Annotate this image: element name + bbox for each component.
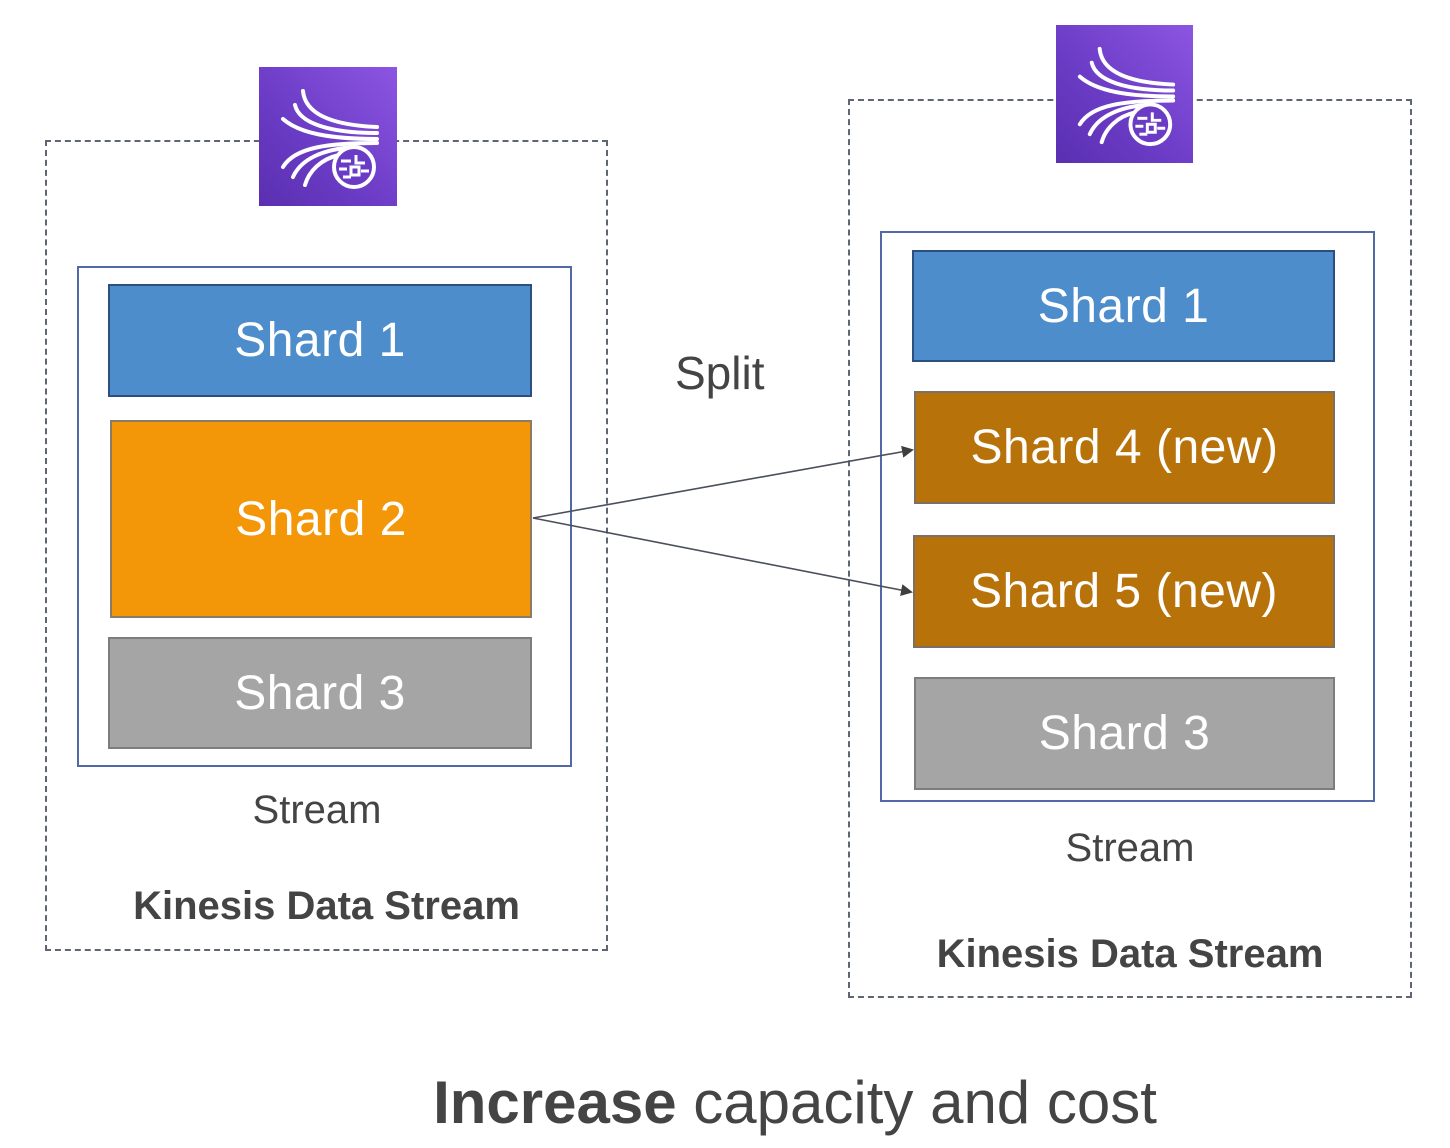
- right-shard-4-new[interactable]: Shard 4 (new): [914, 391, 1335, 504]
- footer-rest: capacity and cost: [676, 1069, 1157, 1136]
- shard-label: Shard 3: [1038, 707, 1211, 760]
- shard-label: Shard 3: [234, 666, 406, 720]
- shard-label: Shard 5 (new): [970, 565, 1278, 618]
- footer-caption: Increase capacity and cost: [0, 1068, 1450, 1137]
- split-label: Split: [675, 347, 765, 399]
- right-service-label: Kinesis Data Stream: [936, 932, 1324, 976]
- left-stream-label: Stream: [252, 788, 382, 832]
- right-shard-1[interactable]: Shard 1: [912, 250, 1335, 362]
- right-shard-5-new[interactable]: Shard 5 (new): [913, 535, 1335, 648]
- right-stream-label: Stream: [1065, 826, 1195, 870]
- kinesis-glyph: [281, 89, 379, 189]
- kinesis-glyph: [1077, 46, 1176, 147]
- kinesis-data-streams-icon: [1056, 25, 1193, 163]
- left-service-label: Kinesis Data Stream: [133, 884, 520, 928]
- shard-label: Shard 4 (new): [970, 421, 1279, 474]
- shard-label: Shard 1: [1037, 279, 1210, 333]
- kinesis-data-streams-icon: [259, 67, 397, 206]
- left-shard-1[interactable]: Shard 1: [108, 284, 532, 397]
- shard-label: Shard 1: [234, 314, 406, 367]
- right-shard-3[interactable]: Shard 3: [914, 677, 1335, 790]
- shard-label: Shard 2: [235, 492, 407, 546]
- footer-emphasis: Increase: [433, 1069, 677, 1136]
- left-shard-3[interactable]: Shard 3: [108, 637, 532, 749]
- left-shard-2[interactable]: Shard 2: [110, 420, 532, 618]
